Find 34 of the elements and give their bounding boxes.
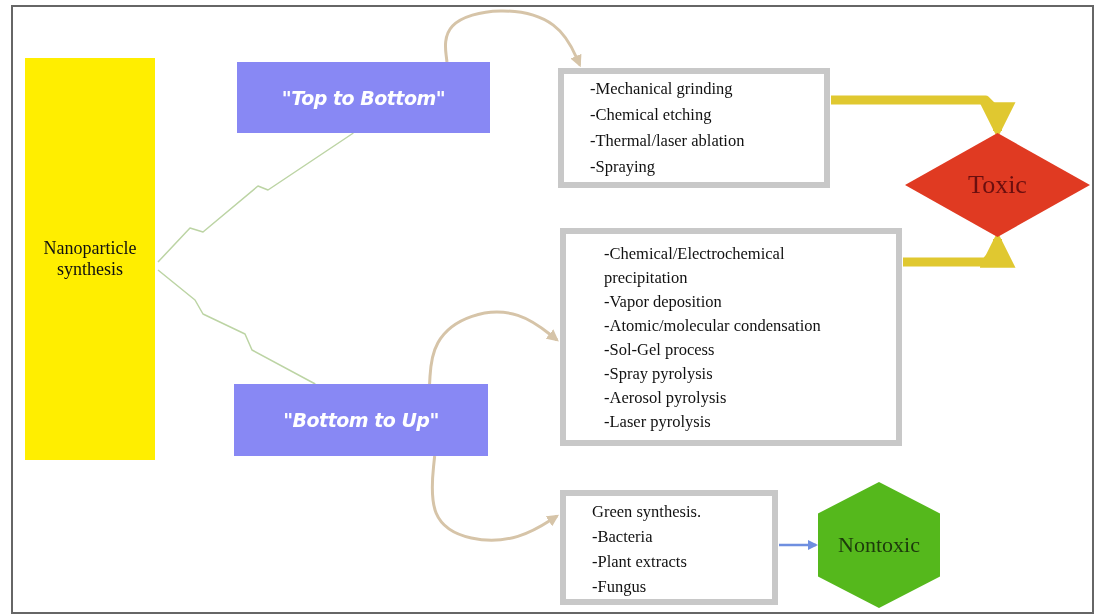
technique-list-box xyxy=(560,490,778,605)
list-item: -Chemical etching xyxy=(590,104,713,126)
list-item: -Sol-Gel process xyxy=(604,339,716,361)
list-item: -Plant extracts xyxy=(592,550,688,573)
list-item: -Bacteria xyxy=(592,525,654,548)
arrow xyxy=(428,310,559,385)
list-item: Green synthesis. xyxy=(592,500,703,523)
list-item: -Fungus xyxy=(592,575,648,598)
list-item: -Mechanical grinding xyxy=(590,78,734,100)
node-label: Nontoxic xyxy=(838,532,920,558)
method-box xyxy=(237,62,490,133)
toxic-diamond xyxy=(905,133,1090,237)
list-item: -Chemical/Electrochemical precipitation xyxy=(604,243,786,289)
node-label: Nanoparticle synthesis xyxy=(42,238,138,280)
list-item: -Aerosol pyrolysis xyxy=(604,387,728,409)
list-item: -Vapor deposition xyxy=(604,291,723,313)
list-item: -Thermal/laser ablation xyxy=(590,130,746,152)
method-box xyxy=(234,384,488,456)
connector-line xyxy=(157,269,317,385)
node-label: Toxic xyxy=(968,170,1027,200)
arrow xyxy=(779,540,818,550)
node-label: "Bottom to Up" xyxy=(283,409,439,431)
technique-list-box xyxy=(558,68,830,188)
arrow xyxy=(430,455,559,542)
nontoxic-hexagon xyxy=(818,482,940,608)
category-box xyxy=(25,58,155,460)
list-item: -Atomic/molecular condensation xyxy=(604,315,822,337)
list-item: -Laser pyrolysis xyxy=(604,411,712,433)
connector-line xyxy=(157,132,355,263)
node-label: "Top to Bottom" xyxy=(281,86,446,109)
arrow xyxy=(444,9,582,68)
technique-list-box xyxy=(560,228,902,446)
list-item: -Spray pyrolysis xyxy=(604,363,714,385)
list-item: -Spraying xyxy=(590,156,657,178)
